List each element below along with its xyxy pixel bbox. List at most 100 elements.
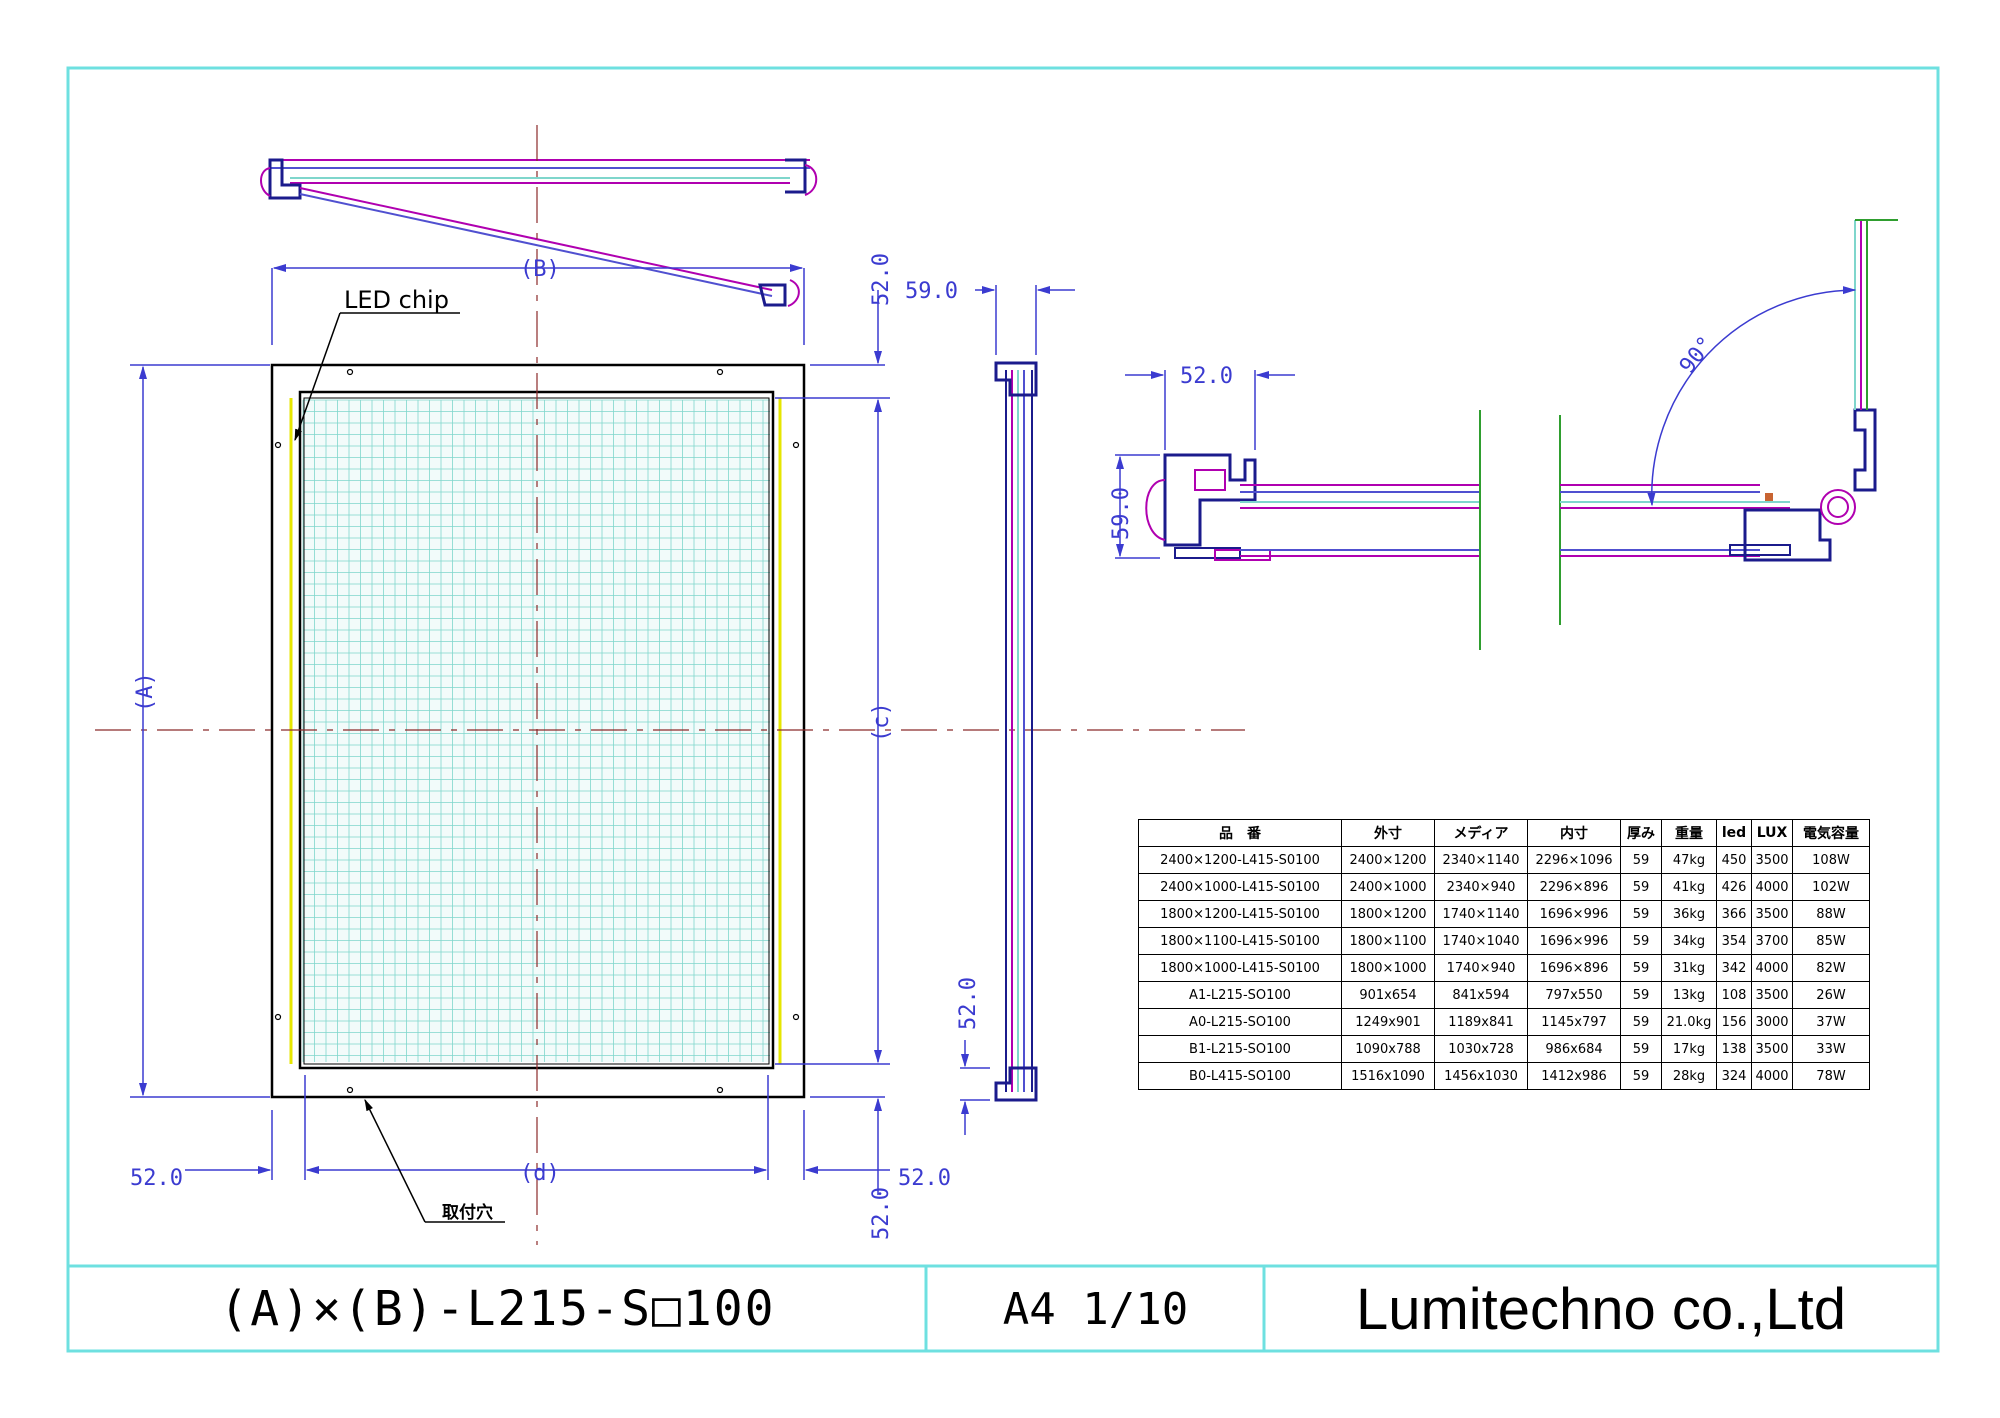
spec-table-cell: 1249x901	[1341, 1008, 1435, 1036]
spec-table-cell: 1030x728	[1434, 1035, 1528, 1063]
spec-table-cell: 47kg	[1661, 846, 1717, 874]
spec-table-cell: 88W	[1792, 900, 1870, 928]
spec-table-cell: 1800×1100	[1341, 927, 1435, 955]
spec-table-cell: 78W	[1792, 1062, 1870, 1090]
mount-holes	[274, 368, 800, 1094]
side-view	[994, 361, 1038, 1102]
front-view	[95, 125, 1245, 1245]
spec-table-cell: 1696×896	[1527, 954, 1621, 982]
header-cell: 品 番	[1138, 819, 1342, 847]
spec-table-cell: 3500	[1751, 900, 1793, 928]
spec-table-cell: 2400×1000-L415-S0100	[1138, 873, 1342, 901]
spec-table-cell: 342	[1716, 954, 1752, 982]
spec-table-cell: 2400×1200-L415-S0100	[1138, 846, 1342, 874]
spec-table-cell: 3700	[1751, 927, 1793, 955]
spec-table-cell: A1-L215-SO100	[1138, 981, 1342, 1009]
spec-table-cell: 17kg	[1661, 1035, 1717, 1063]
spec-table-header-row: 品 番 外寸 メディア 内寸 厚み 重量 led LUX 電気容量	[1138, 819, 1870, 847]
spec-table-cell: 841x594	[1434, 981, 1528, 1009]
header-cell: 厚み	[1620, 819, 1662, 847]
spec-table-cell: 1740×1140	[1434, 900, 1528, 928]
spec-table-cell: 138	[1716, 1035, 1752, 1063]
header-cell: 外寸	[1341, 819, 1435, 847]
header-cell: 内寸	[1527, 819, 1621, 847]
spec-table-cell: 324	[1716, 1062, 1752, 1090]
spec-table-cell: 1800×1200-L415-S0100	[1138, 900, 1342, 928]
spec-table-cell: 366	[1716, 900, 1752, 928]
spec-table-cell: 1800×1100-L415-S0100	[1138, 927, 1342, 955]
spec-table-cell: 1090x788	[1341, 1035, 1435, 1063]
angle-indicator	[1647, 286, 1857, 507]
spec-table-cell: 3500	[1751, 981, 1793, 1009]
header-cell: led	[1716, 819, 1752, 847]
spec-table-cell: 59	[1620, 927, 1662, 955]
spec-table-cell: 2400×1000	[1341, 873, 1435, 901]
spec-table-cell: A0-L215-SO100	[1138, 1008, 1342, 1036]
spec-table-cell: 85W	[1792, 927, 1870, 955]
spec-table-cell: 59	[1620, 846, 1662, 874]
spec-table-cell: 33W	[1792, 1035, 1870, 1063]
sheet-border	[66, 66, 1940, 1353]
spec-table-cell: 797x550	[1527, 981, 1621, 1009]
spec-table-cell: 1740×940	[1434, 954, 1528, 982]
spec-table-cell: 13kg	[1661, 981, 1717, 1009]
spec-table-cell: 41kg	[1661, 873, 1717, 901]
spec-table-cell: 4000	[1751, 873, 1793, 901]
title-block-sheet: A4 1/10	[1002, 1283, 1189, 1335]
spec-table-cell: 3500	[1751, 846, 1793, 874]
spec-table-cell: 354	[1716, 927, 1752, 955]
spec-table-cell: 59	[1620, 1035, 1662, 1063]
spec-table-cell: 59	[1620, 981, 1662, 1009]
spec-table-cell: 108W	[1792, 846, 1870, 874]
front-dimensions	[130, 263, 890, 1195]
spec-table-cell: 31kg	[1661, 954, 1717, 982]
spec-table-cell: 1696×996	[1527, 900, 1621, 928]
spec-table-cell: 108	[1716, 981, 1752, 1009]
top-open-profile-view	[260, 158, 818, 307]
spec-table-cell: 1516x1090	[1341, 1062, 1435, 1090]
spec-table-cell: 59	[1620, 873, 1662, 901]
spec-table-cell: 4000	[1751, 1062, 1793, 1090]
outer-frame	[270, 363, 806, 1099]
spec-table-cell: 426	[1716, 873, 1752, 901]
spec-table-cell: 36kg	[1661, 900, 1717, 928]
spec-table-cell: 82W	[1792, 954, 1870, 982]
header-cell: メディア	[1434, 819, 1528, 847]
spec-table-cell: 1696×996	[1527, 927, 1621, 955]
section-dimensions	[1115, 370, 1295, 559]
spec-table-cell: 34kg	[1661, 927, 1717, 955]
spec-table-cell: 1412x986	[1527, 1062, 1621, 1090]
spec-table-cell: 1456x1030	[1434, 1062, 1528, 1090]
spec-table-cell: 1800×1000-L415-S0100	[1138, 954, 1342, 982]
spec-table-cell: 1740×1040	[1434, 927, 1528, 955]
leaders	[294, 312, 505, 1223]
spec-table-cell: 156	[1716, 1008, 1752, 1036]
spec-table-cell: 3000	[1751, 1008, 1793, 1036]
spec-table-cell: 21.0kg	[1661, 1008, 1717, 1036]
spec-table-cell: 2400×1200	[1341, 846, 1435, 874]
spec-table-cell: 102W	[1792, 873, 1870, 901]
spec-table-cell: 3500	[1751, 1035, 1793, 1063]
spec-table: 品 番 外寸 メディア 内寸 厚み 重量 led LUX 電気容量 2400×1…	[1138, 819, 1870, 1090]
title-block-model: (A)×(B)-L215-S□100	[219, 1281, 776, 1337]
spec-table-cell: 2340×1140	[1434, 846, 1528, 874]
spec-table-cell: 1189x841	[1434, 1008, 1528, 1036]
spec-table-cell: 986x684	[1527, 1035, 1621, 1063]
header-cell: 電気容量	[1792, 819, 1870, 847]
side-dimensions	[960, 285, 1075, 1135]
title-block-company: Lumitechno co.,Ltd	[1355, 1276, 1847, 1342]
header-cell: 重量	[1661, 819, 1717, 847]
spec-table-cell: 2296×1096	[1527, 846, 1621, 874]
spec-table-cell: 59	[1620, 1008, 1662, 1036]
spec-table-cell: 37W	[1792, 1008, 1870, 1036]
